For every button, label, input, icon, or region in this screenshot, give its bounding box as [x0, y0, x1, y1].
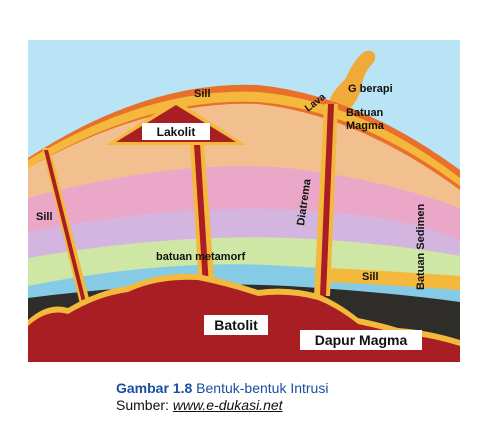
caption-title-line: Gambar 1.8 Bentuk-bentuk Intrusi	[116, 380, 328, 397]
label-g-berapi: G berapi	[348, 83, 393, 95]
label-sill-top: Sill	[194, 88, 211, 100]
figure-caption: Gambar 1.8 Bentuk-bentuk Intrusi Sumber:…	[116, 380, 328, 414]
label-sill-left: Sill	[36, 211, 53, 223]
diatrema-core	[320, 104, 334, 296]
source-label: Sumber:	[116, 397, 169, 413]
left-dike-core	[44, 150, 86, 302]
center-dike-core	[194, 144, 210, 302]
label-dapur-magma: Dapur Magma	[315, 332, 408, 348]
sill-band-top	[28, 91, 460, 186]
label-batuan-sedimen: Batuan Sedimen	[415, 204, 427, 290]
lakolit-label-box	[142, 123, 210, 140]
volcano-plume	[328, 50, 376, 112]
label-lakolit: Lakolit	[157, 125, 196, 139]
dapur-magma-label-box	[300, 330, 422, 350]
label-sill-right: Sill	[362, 271, 379, 283]
caption-source-line: Sumber: www.e-dukasi.net	[116, 397, 328, 414]
source-link[interactable]: www.e-dukasi.net	[172, 397, 283, 413]
batolit-label-box	[204, 315, 268, 335]
figure-number: Gambar 1.8	[116, 380, 193, 396]
figure-title: Bentuk-bentuk Intrusi	[196, 380, 329, 396]
label-batuan-metamorf: batuan metamorf	[156, 251, 246, 263]
label-batolit: Batolit	[214, 317, 258, 333]
sill-band-right	[328, 268, 460, 290]
